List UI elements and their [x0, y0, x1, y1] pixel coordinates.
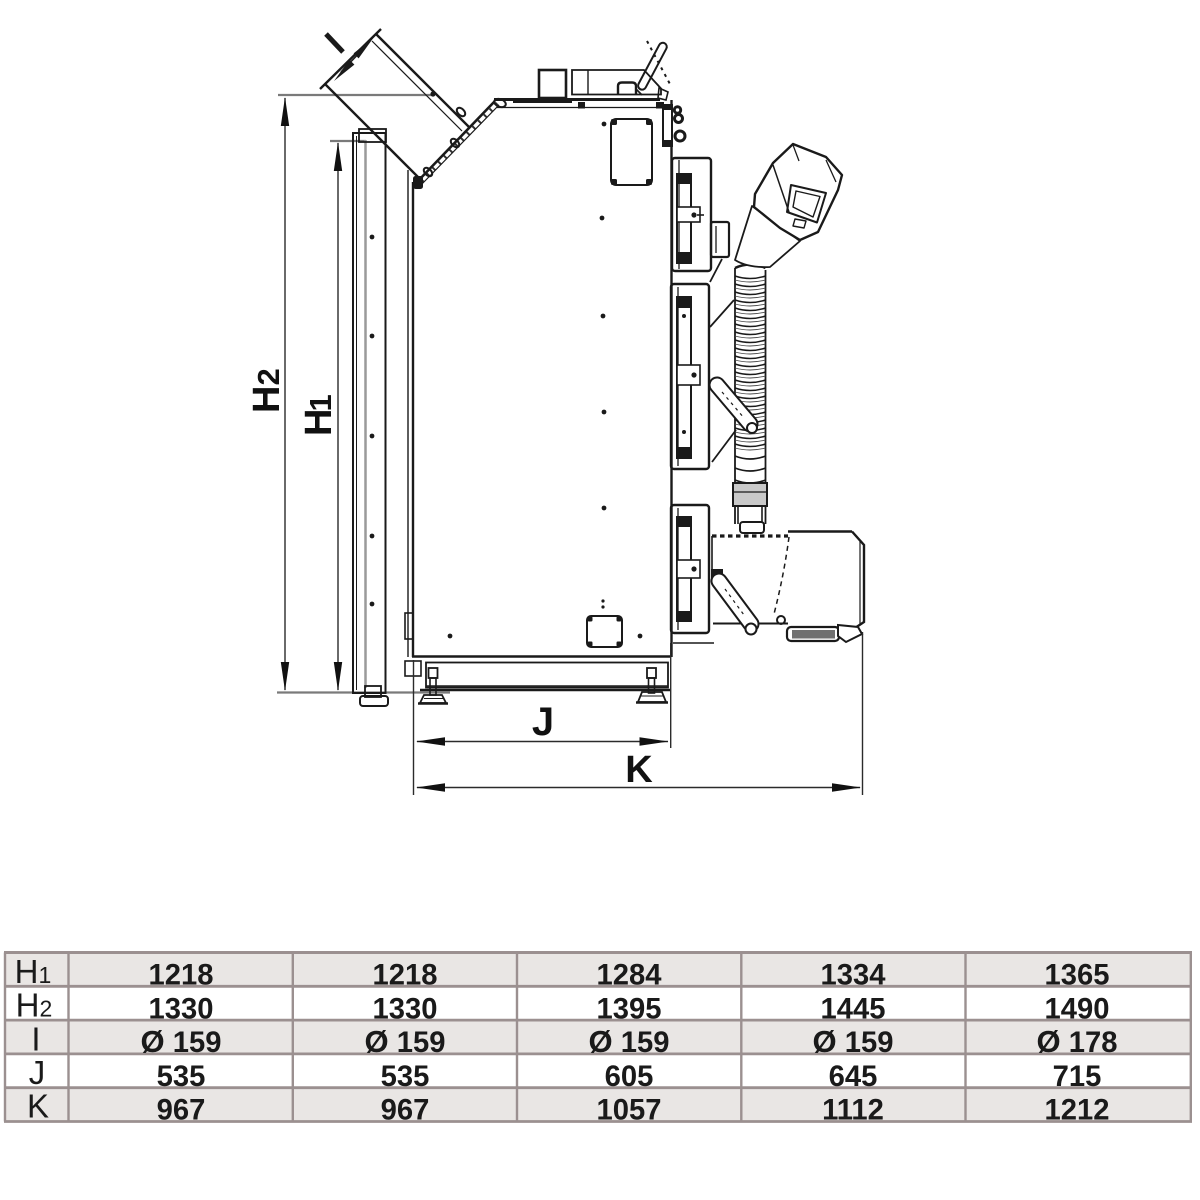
- svg-text:1395: 1395: [597, 993, 662, 1025]
- svg-text:1330: 1330: [149, 993, 214, 1025]
- svg-text:1365: 1365: [1045, 960, 1110, 992]
- svg-text:J: J: [29, 1054, 46, 1091]
- svg-text:Ø 159: Ø 159: [365, 1024, 446, 1059]
- svg-text:535: 535: [381, 1061, 430, 1093]
- svg-text:1445: 1445: [821, 993, 886, 1025]
- svg-text:967: 967: [381, 1095, 430, 1127]
- svg-text:Ø 159: Ø 159: [813, 1024, 894, 1059]
- svg-text:1057: 1057: [597, 1095, 662, 1127]
- svg-text:1212: 1212: [1045, 1095, 1110, 1127]
- svg-text:I: I: [31, 1021, 40, 1058]
- svg-text:J: J: [532, 700, 554, 744]
- svg-text:1284: 1284: [597, 960, 663, 992]
- svg-text:H2: H2: [16, 987, 53, 1024]
- svg-text:645: 645: [829, 1061, 878, 1093]
- svg-text:1218: 1218: [149, 960, 214, 992]
- svg-text:H1: H1: [298, 394, 340, 436]
- svg-text:Ø 178: Ø 178: [1037, 1024, 1118, 1059]
- svg-text:H2: H2: [246, 368, 288, 413]
- svg-text:715: 715: [1053, 1061, 1102, 1093]
- svg-text:Ø 159: Ø 159: [589, 1024, 670, 1059]
- svg-text:1334: 1334: [821, 960, 887, 992]
- svg-text:967: 967: [157, 1095, 206, 1127]
- svg-text:605: 605: [605, 1061, 654, 1093]
- svg-text:535: 535: [157, 1061, 206, 1093]
- svg-text:K: K: [27, 1088, 49, 1125]
- svg-text:1218: 1218: [373, 960, 438, 992]
- svg-text:1330: 1330: [373, 993, 438, 1025]
- svg-text:1112: 1112: [822, 1095, 884, 1127]
- svg-text:1490: 1490: [1045, 993, 1110, 1025]
- svg-text:K: K: [625, 749, 653, 791]
- svg-text:Ø 159: Ø 159: [141, 1024, 222, 1059]
